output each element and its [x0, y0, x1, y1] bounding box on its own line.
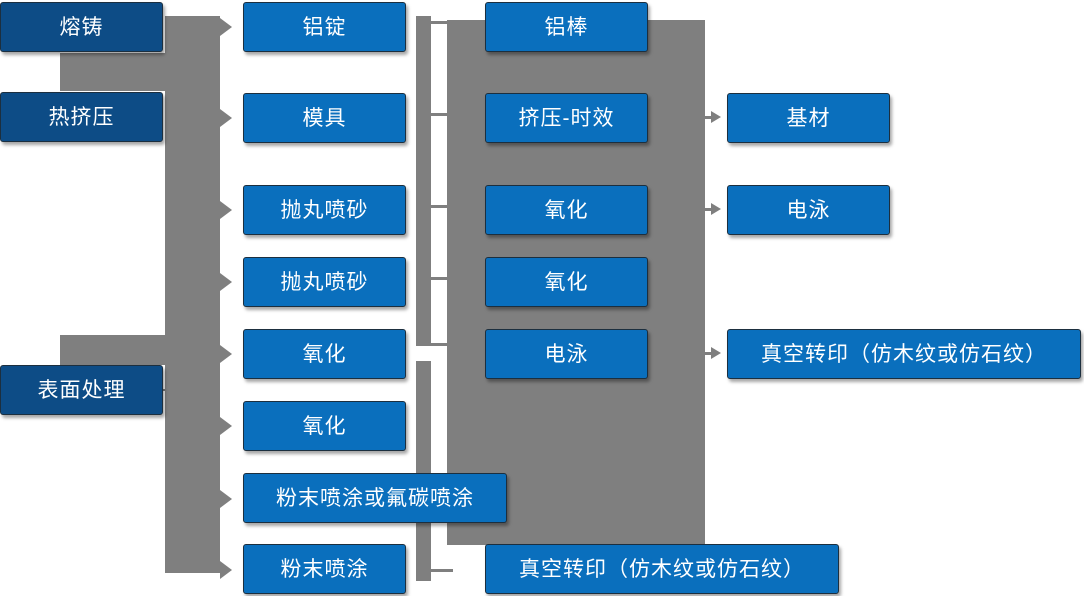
node-oxidation-2-label: 氧化 — [302, 414, 347, 438]
surface-treatment-link-line — [163, 389, 177, 391]
node-oxidation-1-label: 氧化 — [302, 342, 347, 366]
node-shot-blasting-2[interactable]: 抛丸喷砂 — [243, 257, 406, 307]
node-base-material[interactable]: 基材 — [727, 93, 890, 143]
node-powder-or-fluorocarbon-label: 粉末喷涂或氟碳喷涂 — [276, 486, 474, 510]
node-vacuum-transfer-right[interactable]: 真空转印（仿木纹或仿石纹） — [727, 329, 1081, 379]
gray-arrow-to-shot-blasting-2 — [220, 273, 232, 291]
node-electrophoresis-2[interactable]: 电泳 — [727, 185, 890, 235]
gray-trunk-left — [165, 16, 220, 573]
node-vacuum-transfer-bottom-label: 真空转印（仿木纹或仿石纹） — [519, 557, 805, 581]
gray-arrow-to-oxidation-2 — [220, 417, 232, 435]
node-base-material-label: 基材 — [786, 106, 831, 130]
gray-arrow-to-powder-or-fluorocarbon — [220, 490, 232, 508]
gray-tie-line-2 — [431, 113, 453, 116]
node-oxidation-3[interactable]: 氧化 — [485, 185, 648, 235]
node-oxidation-4-label: 氧化 — [544, 270, 589, 294]
node-aluminum-ingot-label: 铝锭 — [302, 15, 347, 39]
node-oxidation-1[interactable]: 氧化 — [243, 329, 406, 379]
arrow-stem-electrophoresis — [705, 208, 713, 211]
node-surface-treatment[interactable]: 表面处理 — [0, 365, 163, 415]
node-electrophoresis-2-label: 电泳 — [786, 198, 831, 222]
node-powder-coating-label: 粉末喷涂 — [280, 557, 369, 581]
node-aluminum-bar-label: 铝棒 — [544, 15, 589, 39]
gray-arrow-to-oxidation-1 — [220, 345, 232, 363]
arrow-stem-base-material — [705, 116, 713, 119]
node-vacuum-transfer-right-label: 真空转印（仿木纹或仿石纹） — [761, 342, 1047, 366]
node-aluminum-ingot[interactable]: 铝锭 — [243, 2, 406, 52]
node-oxidation-4[interactable]: 氧化 — [485, 257, 648, 307]
node-vacuum-transfer-bottom[interactable]: 真空转印（仿木纹或仿石纹） — [485, 544, 839, 594]
arrow-to-vacuum-transfer — [711, 347, 721, 359]
gray-connector-surface-branch — [60, 335, 180, 365]
gray-arrow-to-die-mold — [220, 109, 232, 127]
node-aluminum-bar[interactable]: 铝棒 — [485, 2, 648, 52]
gray-tie-line-4 — [431, 277, 453, 280]
node-surface-treatment-label: 表面处理 — [37, 378, 126, 402]
node-melt-cast[interactable]: 熔铸 — [0, 2, 163, 52]
gray-tie-line-3 — [431, 205, 453, 208]
arrow-stem-vacuum-transfer — [705, 352, 713, 355]
gray-tie-line-1 — [431, 21, 453, 24]
node-extrusion-aging[interactable]: 挤压-时效 — [485, 93, 648, 143]
node-powder-or-fluorocarbon[interactable]: 粉末喷涂或氟碳喷涂 — [243, 473, 507, 523]
node-electrophoresis-1[interactable]: 电泳 — [485, 329, 648, 379]
node-shot-blasting-2-label: 抛丸喷砂 — [280, 270, 369, 294]
node-oxidation-3-label: 氧化 — [544, 198, 589, 222]
gray-bar-middle-narrow-upper — [416, 16, 431, 346]
node-powder-coating[interactable]: 粉末喷涂 — [243, 544, 406, 594]
gray-bar-middle-narrow-lower — [416, 361, 431, 581]
gray-tie-line-5 — [431, 343, 453, 346]
arrow-to-electrophoresis — [711, 203, 721, 215]
node-shot-blasting-1[interactable]: 抛丸喷砂 — [243, 185, 406, 235]
node-die-mold-label: 模具 — [302, 106, 347, 130]
node-extrusion-aging-label: 挤压-时效 — [518, 106, 615, 130]
gray-arrow-to-aluminum-ingot — [220, 18, 232, 36]
arrow-to-base-material — [711, 111, 721, 123]
node-shot-blasting-1-label: 抛丸喷砂 — [280, 198, 369, 222]
gray-arrow-to-powder-coating — [220, 561, 232, 579]
node-melt-cast-label: 熔铸 — [59, 15, 104, 39]
gray-tie-line-6 — [431, 569, 453, 572]
node-oxidation-2[interactable]: 氧化 — [243, 401, 406, 451]
node-die-mold[interactable]: 模具 — [243, 93, 406, 143]
gray-arrow-to-shot-blasting-1 — [220, 201, 232, 219]
node-hot-extrusion[interactable]: 热挤压 — [0, 92, 163, 142]
node-electrophoresis-1-label: 电泳 — [544, 342, 589, 366]
node-hot-extrusion-label: 热挤压 — [48, 105, 115, 129]
